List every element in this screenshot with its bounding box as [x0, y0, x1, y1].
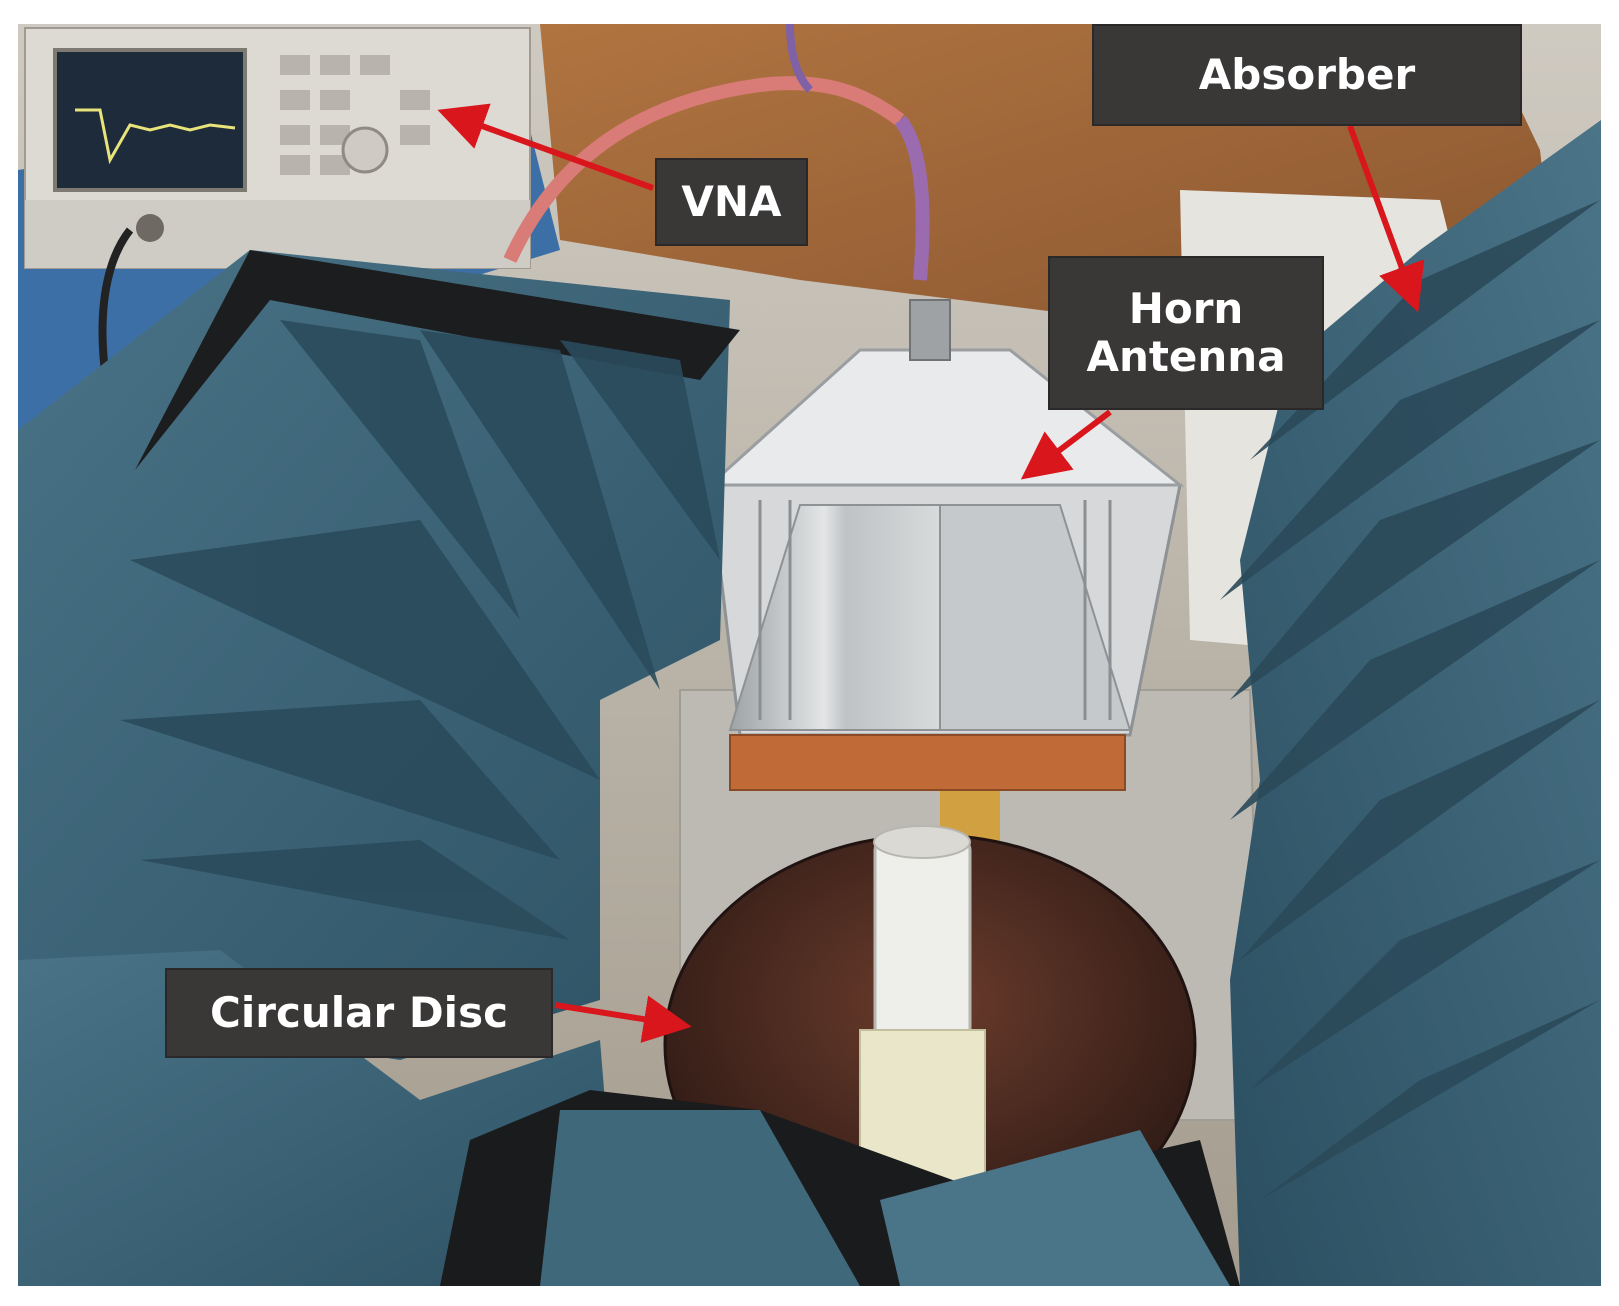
label-horn-antenna: Horn Antenna	[1048, 256, 1324, 410]
label-horn-line2: Antenna	[1086, 332, 1286, 381]
absorber-right	[1220, 120, 1601, 1286]
vna-port	[136, 214, 164, 242]
absorber-left	[18, 250, 740, 1060]
red-cable	[503, 76, 905, 263]
arrow-horn	[1020, 409, 1112, 480]
label-circular-disc: Circular Disc	[165, 968, 553, 1058]
purple-cable	[894, 115, 930, 281]
vna-knob	[341, 126, 389, 174]
callout-arrows	[437, 103, 1425, 1043]
arrow-vna	[437, 103, 655, 191]
label-horn-line1: Horn	[1128, 283, 1244, 333]
label-disc-text: Circular Disc	[210, 987, 508, 1037]
vna-instrument	[24, 27, 531, 269]
label-vna: VNA	[655, 158, 808, 246]
horn-antenna	[706, 299, 1185, 791]
label-absorber-text: Absorber	[1198, 49, 1416, 99]
label-absorber: Absorber	[1092, 24, 1522, 126]
label-vna-text: VNA	[681, 176, 782, 226]
vna-trace	[75, 108, 236, 165]
arrow-absorber	[1347, 124, 1425, 313]
arrow-disc	[554, 995, 692, 1043]
vna-screen	[53, 48, 247, 192]
copper-base	[729, 734, 1126, 791]
sma-connector	[909, 299, 951, 361]
